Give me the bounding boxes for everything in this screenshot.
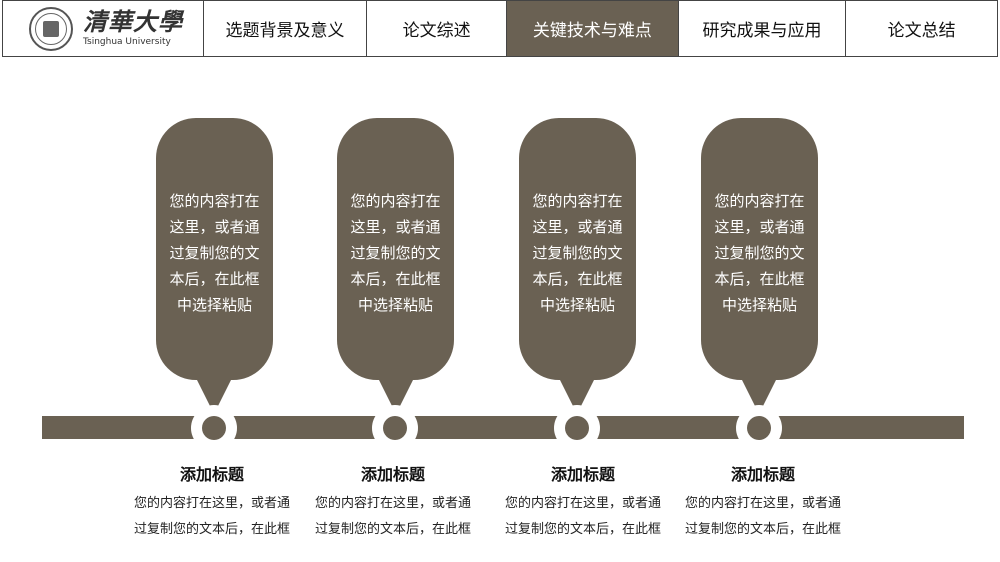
- timeline-bar: [42, 416, 964, 439]
- bubble-line: 您的内容打在: [169, 192, 260, 210]
- caption-body-2: 您的内容打在这里，或者通 过复制您的文本后，在此框: [303, 491, 483, 543]
- bubble-line: 这里，或者通: [532, 218, 623, 236]
- caption-2: 添加标题 您的内容打在这里，或者通 过复制您的文本后，在此框: [303, 463, 483, 543]
- tab-literature-review[interactable]: 论文综述: [367, 1, 508, 56]
- bubble-line: 中选择粘贴: [721, 296, 797, 314]
- bubble-line: 过复制您的文: [714, 244, 805, 262]
- bubble-line: 这里，或者通: [714, 218, 805, 236]
- caption-body-4: 您的内容打在这里，或者通 过复制您的文本后，在此框: [673, 491, 853, 543]
- caption-title-4: 添加标题: [730, 465, 795, 484]
- timeline-node-4: [736, 405, 782, 451]
- bubble-line: 本后，在此框: [169, 270, 260, 288]
- bubble-line: 您的内容打在: [714, 192, 805, 210]
- tab-background-significance[interactable]: 选题背景及意义: [204, 1, 368, 56]
- caption-title-2: 添加标题: [360, 465, 425, 484]
- bubble-line: 本后，在此框: [532, 270, 623, 288]
- caption-line: 您的内容打在这里，或者通: [504, 496, 661, 511]
- caption-line: 过复制您的文本后，在此框: [314, 522, 471, 537]
- bubble-line: 这里，或者通: [169, 218, 260, 236]
- top-navigation: 清華大學 Tsinghua University 选题背景及意义 论文综述 关键…: [2, 0, 998, 57]
- content-bubble-1: 您的内容打在 这里，或者通 过复制您的文 本后，在此框 中选择粘贴: [156, 118, 273, 380]
- content-bubble-4: 您的内容打在 这里，或者通 过复制您的文 本后，在此框 中选择粘贴: [701, 118, 818, 380]
- logo-text: 清華大學 Tsinghua University: [83, 10, 183, 47]
- caption-4: 添加标题 您的内容打在这里，或者通 过复制您的文本后，在此框: [673, 463, 853, 543]
- bubble-line: 过复制您的文: [350, 244, 441, 262]
- caption-title-1: 添加标题: [179, 465, 244, 484]
- university-seal-icon: [29, 6, 73, 51]
- logo-english-name: Tsinghua University: [83, 37, 171, 47]
- bubble-text-1: 您的内容打在 这里，或者通 过复制您的文 本后，在此框 中选择粘贴: [164, 188, 265, 318]
- caption-line: 过复制您的文本后，在此框: [504, 522, 661, 537]
- bubble-line: 中选择粘贴: [176, 296, 252, 314]
- caption-line: 您的内容打在这里，或者通: [314, 496, 471, 511]
- caption-line: 过复制您的文本后，在此框: [133, 522, 290, 537]
- caption-3: 添加标题 您的内容打在这里，或者通 过复制您的文本后，在此框: [493, 463, 673, 543]
- bubble-text-3: 您的内容打在 这里，或者通 过复制您的文 本后，在此框 中选择粘贴: [527, 188, 628, 318]
- caption-body-3: 您的内容打在这里，或者通 过复制您的文本后，在此框: [493, 491, 673, 543]
- bubble-line: 本后，在此框: [714, 270, 805, 288]
- caption-1: 添加标题 您的内容打在这里，或者通 过复制您的文本后，在此框: [122, 463, 302, 543]
- bubble-line: 本后，在此框: [350, 270, 441, 288]
- caption-title-3: 添加标题: [550, 465, 615, 484]
- bubble-line: 您的内容打在: [532, 192, 623, 210]
- timeline-node-2: [372, 405, 418, 451]
- bubble-line: 过复制您的文: [169, 244, 260, 262]
- caption-line: 您的内容打在这里，或者通: [133, 496, 290, 511]
- bubble-line: 过复制您的文: [532, 244, 623, 262]
- bubble-line: 您的内容打在: [350, 192, 441, 210]
- caption-line: 您的内容打在这里，或者通: [684, 496, 841, 511]
- caption-body-1: 您的内容打在这里，或者通 过复制您的文本后，在此框: [122, 491, 302, 543]
- tab-key-technologies[interactable]: 关键技术与难点: [507, 1, 679, 56]
- bubble-line: 这里，或者通: [350, 218, 441, 236]
- content-bubble-3: 您的内容打在 这里，或者通 过复制您的文 本后，在此框 中选择粘贴: [519, 118, 636, 380]
- bubble-text-4: 您的内容打在 这里，或者通 过复制您的文 本后，在此框 中选择粘贴: [709, 188, 810, 318]
- caption-line: 过复制您的文本后，在此框: [684, 522, 841, 537]
- logo-chinese-name: 清華大學: [83, 7, 183, 36]
- university-logo[interactable]: 清華大學 Tsinghua University: [3, 1, 204, 56]
- timeline-node-3: [554, 405, 600, 451]
- bubble-text-2: 您的内容打在 这里，或者通 过复制您的文 本后，在此框 中选择粘贴: [345, 188, 446, 318]
- bubble-line: 中选择粘贴: [357, 296, 433, 314]
- tab-research-results[interactable]: 研究成果与应用: [679, 1, 847, 56]
- tab-thesis-summary[interactable]: 论文总结: [887, 21, 956, 41]
- content-bubble-2: 您的内容打在 这里，或者通 过复制您的文 本后，在此框 中选择粘贴: [337, 118, 454, 380]
- bubble-line: 中选择粘贴: [539, 296, 615, 314]
- timeline-node-1: [191, 405, 237, 451]
